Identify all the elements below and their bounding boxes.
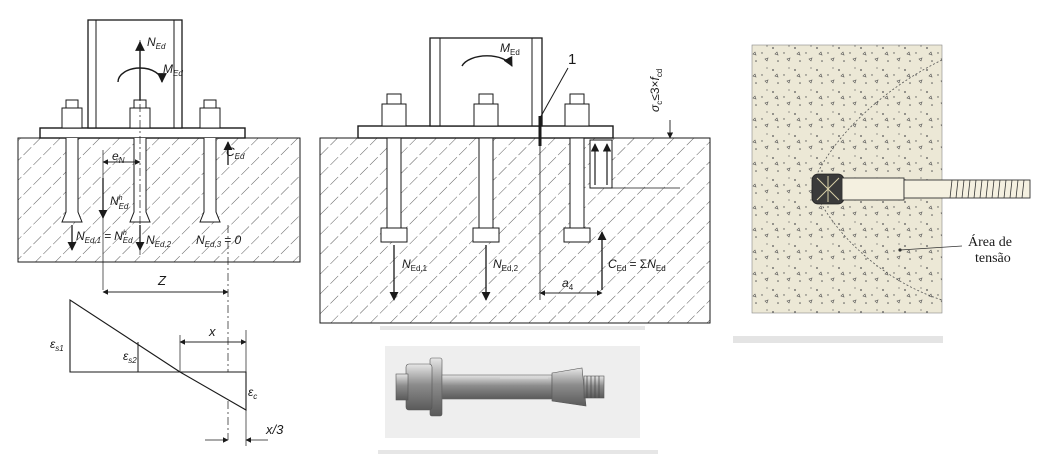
middle-base-plate-diagram (319, 37, 711, 324)
anchor-sleeve (441, 374, 553, 400)
n-ed3-label: NEd,3= 0 (196, 233, 241, 249)
anchor-sleeve (841, 177, 905, 201)
x-third-label: x/3 (265, 422, 284, 437)
n-ed-label: NEd (147, 35, 166, 51)
sigma-c-label: σc≤3×fcd (648, 69, 664, 112)
n-ed2-label: NEd,2 (146, 233, 172, 249)
expansion-clip (551, 367, 587, 407)
anchor-bolt (563, 93, 591, 243)
anchor-bolt (380, 93, 408, 243)
moment-arc (117, 67, 167, 83)
hex-nut (405, 363, 433, 411)
stress-block (589, 139, 613, 189)
area-label-line1: Área de (968, 233, 1012, 250)
eps-c-label: εc (248, 385, 257, 401)
x-label: x (208, 324, 216, 339)
a4-label: a4 (562, 276, 574, 292)
c-ed-label: CEd= ΣNEd (608, 257, 666, 273)
callout-leader (539, 67, 569, 119)
anchor-bolt (61, 99, 83, 223)
n-ed1-label: NEd,1 (402, 257, 428, 273)
base-plate (39, 127, 246, 139)
area-label-line2: tensão (975, 251, 1011, 266)
m-ed-label: MEd (163, 62, 183, 78)
left-base-plate-diagram (17, 19, 301, 446)
base-plate (357, 125, 614, 139)
moment-arc (461, 55, 513, 67)
m-ed-label: MEd (500, 41, 520, 57)
concrete-foundation (319, 137, 711, 324)
anchor-bolt (472, 93, 500, 243)
strain-diagram (69, 298, 247, 411)
c-ed-label: CEd (226, 145, 245, 161)
anchor-photo (378, 326, 658, 454)
eps-s2-label: εs2 (123, 349, 137, 365)
z-label: Z (157, 273, 167, 288)
eps-s1-label: εs1 (50, 337, 64, 353)
callout-number: 1 (568, 51, 576, 68)
n-ed2-label: NEd,2 (493, 257, 519, 273)
anchor-bolt (199, 99, 221, 223)
e-n-label: eN (112, 149, 125, 165)
concrete-foundation (17, 137, 301, 263)
concrete-anchor-cone-drawing (733, 44, 1031, 343)
